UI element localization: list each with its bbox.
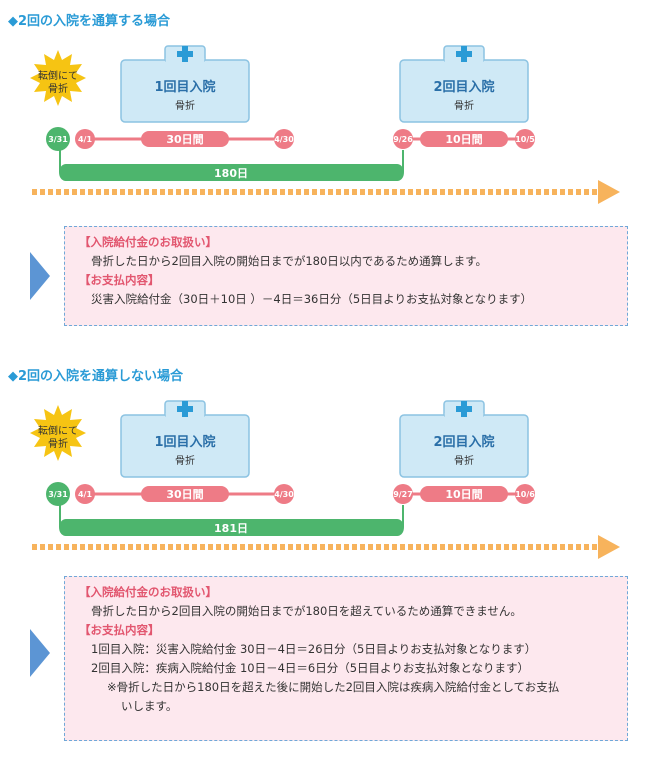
accident-date-dot	[46, 127, 70, 151]
stay-2-end-dot	[515, 484, 535, 504]
stay-2-start-dot	[393, 129, 413, 149]
section-title: ◆2回の入院を通算しない場合	[8, 369, 184, 384]
note-line-3: 2回目入院：疾病入院給付金 10日－4日＝6日分（5日目よりお支払対象となります…	[91, 661, 529, 675]
stay-2-span-pill	[420, 131, 508, 147]
total-bar	[60, 519, 403, 536]
stay-2-title: 2回目入院	[433, 79, 494, 95]
stay-2-end-date: 10/5	[515, 135, 535, 144]
stay-2-end-date: 10/6	[515, 490, 535, 499]
stay-1-end-date: 4/30	[274, 490, 294, 499]
accident-burst	[30, 50, 86, 106]
total-bar	[60, 164, 403, 181]
total-days-label: 180日	[214, 167, 248, 180]
stay-1-start-dot	[75, 484, 95, 504]
stay-2-span-label: 10日間	[445, 488, 482, 501]
pointer-arrow-icon	[30, 629, 50, 677]
stay-1-span-label: 30日間	[166, 133, 203, 146]
hospitalization-timeline-diagram: 転倒にて 骨折 1回目入院 骨折 2回目入院 骨折 30日間 4/1 4/30 …	[30, 45, 620, 204]
stay-1-end-date: 4/30	[274, 135, 294, 144]
hospitalization-timeline-diagram: 転倒にて 骨折 1回目入院 骨折 2回目入院 骨折 30日間 4/1 4/30 …	[30, 400, 620, 559]
stay-1-span-label: 30日間	[166, 488, 203, 501]
note-line-2: 災害入院給付金（30日＋10日 ）－4日＝36日分（5日目よりお支払対象となりま…	[91, 292, 533, 306]
total-days-label: 181日	[214, 522, 248, 535]
section-consolidated: ◆2回の入院を通算する場合 転倒にて 骨折 1回目入院 骨折 2回目入院 骨折 …	[0, 0, 660, 350]
medical-cross-icon	[177, 46, 193, 62]
note-line-5: いします。	[121, 699, 178, 713]
burst-line-1: 転倒にて	[38, 70, 78, 82]
burst-line-2: 骨折	[48, 437, 68, 450]
stay-2-sub: 骨折	[454, 99, 474, 112]
stay-2-sub: 骨折	[454, 454, 474, 467]
note-heading-2: 【お支払内容】	[79, 273, 160, 287]
stay-2-span-pill	[420, 486, 508, 502]
explanation-note: 【入院給付金のお取扱い】 骨折した日から2回目入院の開始日までが180日以内であ…	[64, 226, 628, 326]
burst-line-2: 骨折	[48, 82, 68, 95]
accident-date: 3/31	[48, 135, 68, 144]
accident-burst	[30, 405, 86, 461]
stay-1-sub: 骨折	[175, 454, 195, 467]
stay-2-end-dot	[515, 129, 535, 149]
note-line-2: 1回目入院：災害入院給付金 30日－4日＝26日分（5日目よりお支払対象となりま…	[91, 642, 537, 656]
timeline-arrowhead-icon	[598, 180, 620, 204]
note-heading-2: 【お支払内容】	[79, 623, 160, 637]
section-title: ◆2回の入院を通算する場合	[8, 14, 171, 29]
timeline-arrowhead-icon	[598, 535, 620, 559]
stay-1-end-dot	[274, 484, 294, 504]
note-line-4: ※骨折した日から180日を超えた後に開始した2回目入院は疾病入院給付金としてお支…	[107, 680, 560, 694]
stay-1-start-dot	[75, 129, 95, 149]
pointer-arrow-icon	[30, 252, 50, 300]
note-line-1: 骨折した日から2回目入院の開始日までが180日を超えているため通算できません。	[91, 604, 522, 618]
note-heading-1: 【入院給付金のお取扱い】	[79, 235, 217, 249]
accident-date: 3/31	[48, 490, 68, 499]
accident-date-dot	[46, 482, 70, 506]
stay-2-span-label: 10日間	[445, 133, 482, 146]
medical-cross-icon	[456, 46, 472, 62]
stay-2-title: 2回目入院	[433, 434, 494, 450]
burst-line-1: 転倒にて	[38, 425, 78, 437]
note-line-1: 骨折した日から2回目入院の開始日までが180日以内であるため通算します。	[91, 254, 487, 268]
stay-1-span-pill	[141, 486, 229, 502]
medical-cross-icon	[177, 401, 193, 417]
section-not-consolidated: ◆2回の入院を通算しない場合 転倒にて 骨折 1回目入院 骨折 2回目入院 骨折…	[0, 355, 660, 757]
note-heading-1: 【入院給付金のお取扱い】	[79, 585, 217, 599]
stay-2-start-dot	[393, 484, 413, 504]
stay-2-start-date: 9/27	[393, 490, 413, 499]
stay-1-title: 1回目入院	[154, 79, 215, 95]
medical-cross-icon	[456, 401, 472, 417]
stay-1-end-dot	[274, 129, 294, 149]
stay-1-span-pill	[141, 131, 229, 147]
stay-1-start-date: 4/1	[78, 490, 92, 499]
explanation-note: 【入院給付金のお取扱い】 骨折した日から2回目入院の開始日までが180日を超えて…	[64, 576, 628, 741]
stay-1-start-date: 4/1	[78, 135, 92, 144]
stay-2-start-date: 9/26	[393, 135, 413, 144]
stay-1-sub: 骨折	[175, 99, 195, 112]
stay-1-title: 1回目入院	[154, 434, 215, 450]
